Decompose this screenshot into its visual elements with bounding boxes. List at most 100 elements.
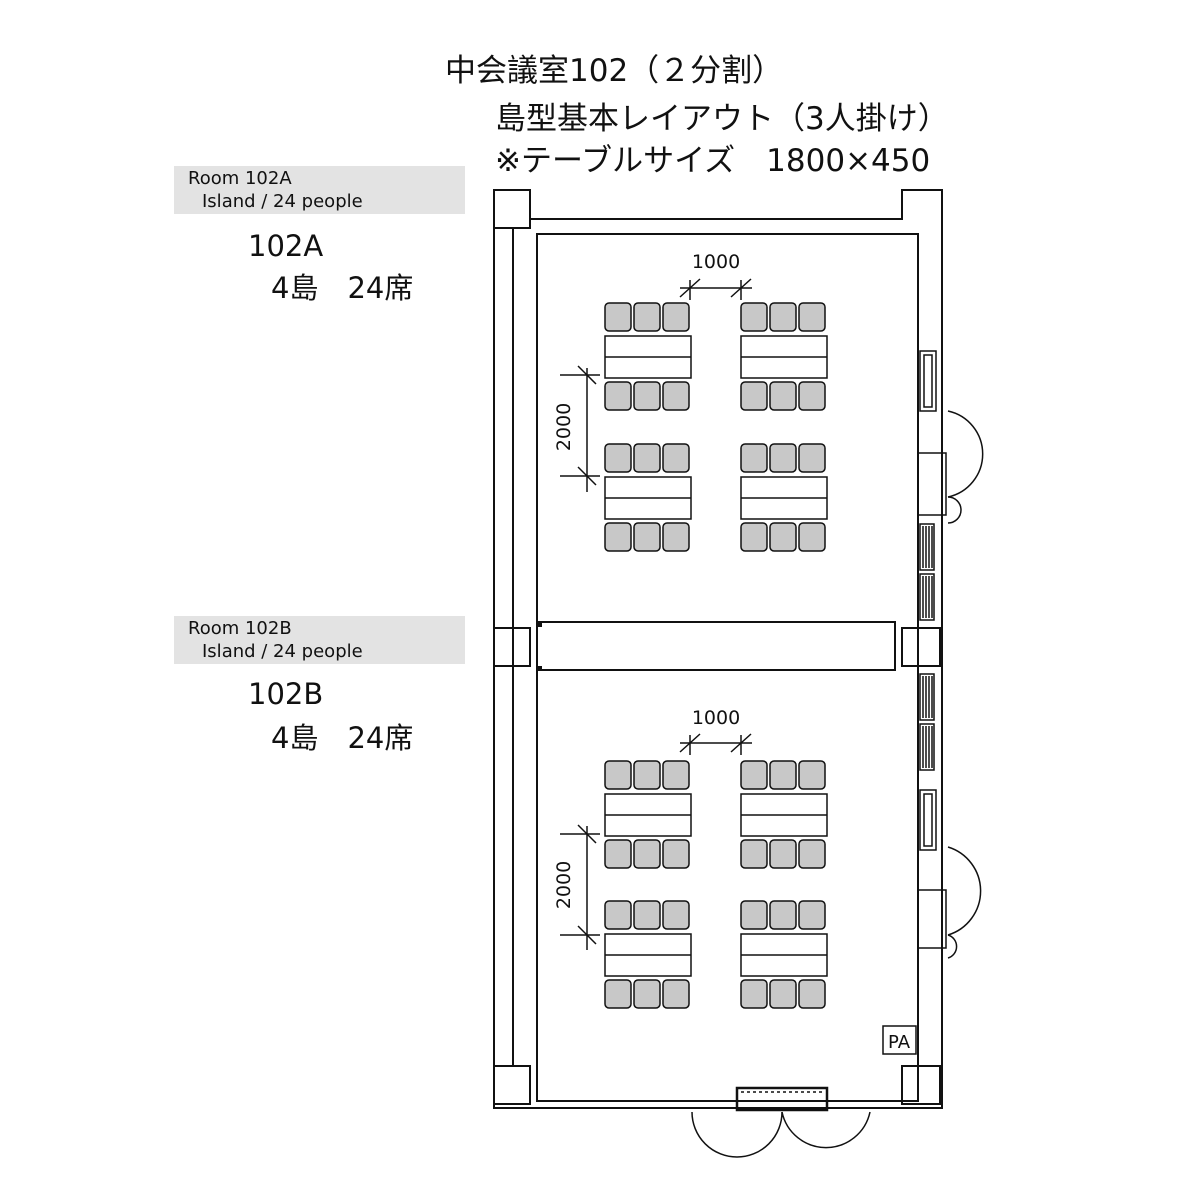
room-b-name: 102B (248, 677, 324, 711)
chair (604, 839, 632, 869)
island (740, 760, 828, 869)
column-top-left (493, 189, 531, 229)
inner-wall (536, 233, 919, 1102)
louver-4 (919, 723, 935, 771)
chair (769, 522, 797, 552)
island (604, 302, 692, 411)
island (740, 900, 828, 1009)
chair (662, 900, 690, 930)
chair (662, 381, 690, 411)
partition-wall (536, 621, 896, 671)
outer-wall (493, 189, 943, 1109)
column-mid-right (901, 627, 941, 667)
chair (604, 302, 632, 332)
islands-layer (604, 302, 828, 1009)
dim-v-a-label: 2000 (553, 403, 575, 451)
room-b-banner-title: Room 102B (188, 618, 292, 639)
chair (798, 302, 826, 332)
island (604, 900, 692, 1009)
chair (633, 443, 661, 473)
chair (798, 522, 826, 552)
island (740, 302, 828, 411)
room-a-summary: 4島 24席 (271, 271, 414, 305)
column-mid-left (493, 627, 531, 667)
window-upper-b (919, 789, 937, 851)
chair (769, 839, 797, 869)
entrance-door-left (691, 1111, 783, 1158)
chair (633, 839, 661, 869)
door-swing-b-large (947, 846, 982, 936)
entrance-frame (735, 1086, 829, 1112)
chair (740, 760, 768, 790)
chair (633, 979, 661, 1009)
chair (604, 900, 632, 930)
right-wall-fixtures (917, 350, 984, 959)
chair (798, 839, 826, 869)
chair (662, 522, 690, 552)
column-bottom-right (901, 1065, 941, 1105)
island (604, 760, 692, 869)
chair (740, 979, 768, 1009)
door-frame-a (917, 452, 947, 516)
door-swing-a-large (947, 410, 984, 498)
chair (798, 443, 826, 473)
chair (740, 443, 768, 473)
column-bottom-left (493, 1065, 531, 1105)
room-b-banner: Room 102B Island / 24 people (174, 616, 465, 664)
pa-box (882, 1025, 917, 1055)
chair (662, 302, 690, 332)
room-a-banner-title: Room 102A (188, 168, 292, 189)
chair (740, 381, 768, 411)
window-upper-a (919, 350, 937, 412)
chair (633, 760, 661, 790)
door-swing-a-small (947, 496, 962, 524)
chair (662, 760, 690, 790)
table-size-note: ※テーブルサイズ 1800×450 (495, 143, 931, 179)
chair (740, 900, 768, 930)
louver-2 (919, 573, 935, 621)
chair (633, 381, 661, 411)
chair (604, 381, 632, 411)
louver-1 (919, 523, 935, 571)
bottom-entrance (691, 1086, 871, 1158)
chair (798, 900, 826, 930)
chair (604, 979, 632, 1009)
room-a-name: 102A (248, 229, 324, 263)
chair (633, 522, 661, 552)
chair (769, 302, 797, 332)
dim-h-a-label: 1000 (692, 251, 740, 273)
dim-h-b-label: 1000 (692, 707, 740, 729)
chair (604, 443, 632, 473)
chair (769, 381, 797, 411)
entrance-door-right (781, 1111, 871, 1149)
chair (604, 760, 632, 790)
island (740, 443, 828, 552)
chair (604, 522, 632, 552)
room-a-banner-capacity: Island / 24 people (202, 191, 363, 212)
chair (769, 900, 797, 930)
dim-v-b-label: 2000 (553, 861, 575, 909)
room-b-banner-capacity: Island / 24 people (202, 641, 363, 662)
chair (740, 839, 768, 869)
room-a-banner: Room 102A Island / 24 people (174, 166, 465, 214)
door-swing-b-small (947, 934, 958, 959)
chair (740, 302, 768, 332)
chair (769, 443, 797, 473)
louver-3 (919, 673, 935, 721)
chair (769, 760, 797, 790)
chair (633, 900, 661, 930)
pa-label: PA (888, 1032, 911, 1053)
chair (662, 839, 690, 869)
chair (740, 522, 768, 552)
chair (633, 302, 661, 332)
layout-subtitle: 島型基本レイアウト（3人掛け） (495, 101, 949, 137)
chair (798, 979, 826, 1009)
room-b-summary: 4島 24席 (271, 721, 414, 755)
chair (769, 979, 797, 1009)
island (604, 443, 692, 552)
door-frame-b (917, 889, 947, 949)
chair (798, 760, 826, 790)
chair (662, 979, 690, 1009)
chair (662, 443, 690, 473)
